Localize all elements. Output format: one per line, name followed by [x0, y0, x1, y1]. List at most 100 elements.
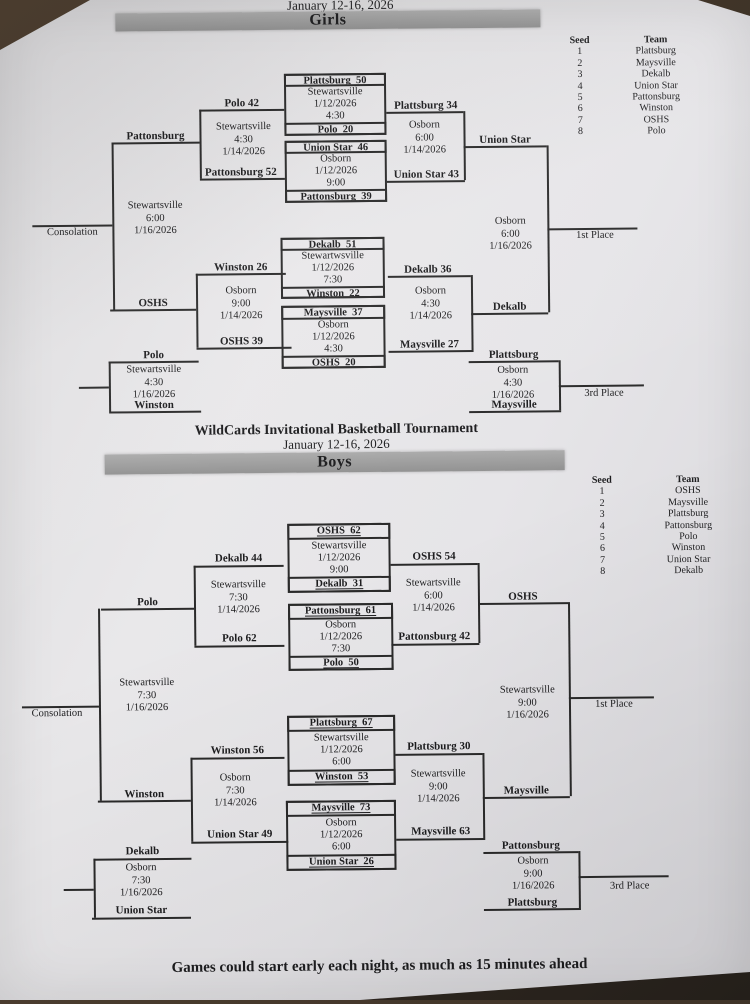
bracket-line	[386, 180, 465, 183]
game-time: 4:30	[503, 377, 523, 389]
game-time: 7:30	[229, 591, 248, 603]
girls-banner-label: Girls	[309, 11, 347, 29]
game-venue: Osborn	[320, 153, 352, 165]
game-date: 1/12/2026	[313, 98, 357, 110]
game-time: 7:30	[137, 689, 157, 701]
bracket-line	[199, 177, 285, 181]
girls-semi-right-bottom-winner: Dekalb	[492, 300, 527, 313]
girls-semi-left-bottom-winner: OSHS	[138, 296, 168, 310]
game-time: 6:00	[415, 131, 434, 144]
girls-consolation-label: Consolation	[46, 226, 98, 239]
seed-number: 7	[577, 114, 583, 126]
girls-third-place-label: 3rd Place	[584, 387, 624, 399]
bracket-line	[190, 756, 285, 760]
bracket-line	[477, 602, 569, 606]
boys-third-team2: Plattsburg	[507, 896, 558, 909]
bracket-line	[91, 916, 192, 920]
game-top-team: Pattonsburg 61	[287, 602, 394, 620]
boys-round1-game4-box: Maysville 73 Osborn 1/12/2026 6:00 Union…	[285, 799, 397, 871]
seed-team: Polo	[647, 125, 666, 137]
game-info: Stewartwsville 1/12/2026 7:30	[283, 249, 383, 286]
game-info: Stewartsville 1/12/2026 6:00	[289, 731, 393, 770]
girls-round1-game2-box: Union Star 46 Osborn 1/12/2026 9:00 Patt…	[284, 139, 388, 203]
game-bottom-team: Dekalb 31	[287, 575, 391, 593]
game-date: 1/14/2026	[412, 602, 455, 614]
seed-number: 7	[600, 554, 606, 566]
bracket-line	[98, 608, 102, 801]
game-time: 7:30	[131, 874, 151, 886]
girls-banner: Girls	[115, 9, 541, 32]
game-date: 1/14/2026	[417, 793, 460, 805]
game-time: 4:30	[325, 110, 345, 122]
girls-semi-left-top-info: Stewartsville 4:30 1/14/2026	[199, 121, 287, 159]
girls-round1-game4-box: Maysville 37 Osborn 1/12/2026 4:30 OSHS …	[281, 304, 386, 369]
game-time: 4:30	[324, 342, 343, 354]
boys-semi-right-bottom-team2: Maysville 63	[411, 825, 471, 838]
game-top-team: Maysville 73	[285, 799, 397, 817]
seed-team: Plattsburg	[635, 45, 676, 57]
game-info: Stewartsville 1/12/2026 9:00	[289, 539, 388, 577]
bracket-line	[391, 643, 480, 646]
game-venue: Osborn	[497, 364, 529, 376]
game-venue: Stewartsville	[405, 577, 461, 589]
game-bottom-team: Polo 50	[288, 654, 394, 671]
girls-seventh-team1: Polo	[143, 349, 165, 362]
boys-seed-header: Seed	[591, 474, 612, 486]
game-venue: Osborn	[414, 285, 447, 297]
boys-semi-left-bottom-team2: Union Star 49	[207, 828, 273, 841]
game-time: 6:00	[331, 841, 351, 853]
boys-semi-right-top-team2: Pattonsburg 42	[398, 630, 471, 643]
game-venue: Osborn	[225, 285, 257, 297]
girls-round1-game3-box: Dekalb 51 Stewartwsville 1/12/2026 7:30 …	[280, 236, 386, 299]
game-date: 1/12/2026	[319, 630, 363, 643]
game-bottom-team: Polo 20	[284, 121, 387, 136]
game-bottom-team: Pattonsburg 39	[285, 188, 388, 203]
seed-team: OSHS	[643, 114, 670, 126]
boys-third-info: Osborn 9:00 1/16/2026	[495, 855, 570, 893]
girls-seventh-info: Stewartsville 4:30 1/16/2026	[114, 364, 194, 402]
game-time: 9:00	[329, 563, 349, 575]
boys-semi-left-bottom-winner: Winston	[124, 788, 165, 801]
girls-third-info: Osborn 4:30 1/16/2026	[477, 364, 549, 402]
game-time: 6:00	[501, 228, 520, 240]
bracket-line	[483, 851, 579, 854]
game-top-team: Union Star 46	[284, 139, 387, 154]
game-venue: Osborn	[219, 772, 251, 784]
boys-banner: Boys	[104, 450, 565, 475]
game-date: 1/12/2026	[320, 744, 363, 756]
game-venue: Stewartsville	[127, 199, 183, 212]
seed-number: 4	[577, 80, 583, 92]
seed-number: 2	[577, 57, 583, 69]
girls-team-header: Team	[643, 34, 668, 46]
boys-semi-right-bottom-info: Stewartsville 9:00 1/14/2026	[401, 768, 476, 806]
boys-third-team1: Pattonsburg	[501, 839, 560, 852]
game-info: Stewartsville 1/12/2026 4:30	[286, 86, 384, 123]
boys-consolation-label: Consolation	[31, 707, 83, 720]
girls-semi-right-bottom-info: Osborn 4:30 1/14/2026	[393, 285, 468, 323]
game-time: 4:30	[421, 297, 440, 310]
boys-semi-right-top-team1: OSHS 54	[412, 550, 456, 563]
girls-third-team2: Maysville	[491, 398, 537, 411]
game-date: 1/14/2026	[214, 797, 257, 809]
game-time: 9:00	[523, 867, 543, 880]
game-venue: Osborn	[517, 855, 549, 867]
game-date: 1/16/2026	[506, 709, 549, 721]
game-date: 1/14/2026	[403, 144, 446, 156]
bracket-line	[471, 312, 549, 316]
bracket-line	[386, 111, 464, 114]
game-info: Osborn 1/12/2026 7:30	[290, 618, 391, 655]
seed-team: Maysville	[635, 56, 676, 69]
boys-round1-game2-box: Pattonsburg 61 Osborn 1/12/2026 7:30 Pol…	[287, 602, 394, 671]
game-info: Osborn 1/12/2026 9:00	[287, 153, 385, 190]
game-time: 9:00	[428, 780, 448, 792]
girls-semi-right-top-winner: Union Star	[479, 133, 531, 146]
bracket-line	[395, 752, 483, 756]
girls-semi-right-top-team2: Union Star 43	[393, 168, 460, 181]
game-top-team: Dekalb 51	[280, 236, 385, 251]
game-venue: Stewartsville	[410, 768, 466, 780]
game-bottom-team: Winston 53	[287, 768, 396, 786]
game-date: 1/14/2026	[409, 310, 453, 322]
